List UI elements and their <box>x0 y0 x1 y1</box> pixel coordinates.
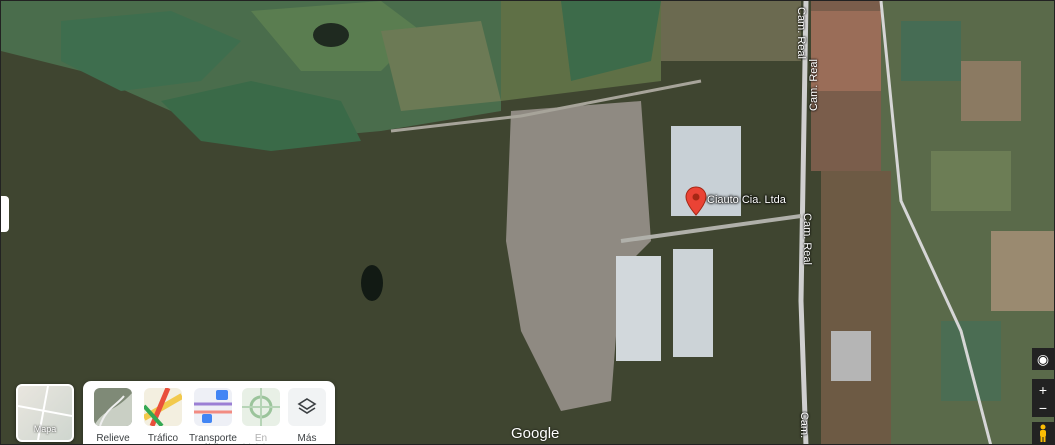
layer-option-label: Tráfico <box>147 433 179 444</box>
zoom-in-button[interactable]: + <box>1032 379 1054 399</box>
road-label: Cam. Real <box>795 7 807 59</box>
crosshair-icon: ◉ <box>1036 351 1050 367</box>
layer-option-more[interactable]: Más <box>283 388 331 444</box>
side-panel-handle[interactable] <box>1 196 9 232</box>
transit-icon <box>194 388 232 426</box>
my-location-button[interactable]: ◉ <box>1032 348 1054 370</box>
layers-panel: Relieve Tráfico Transporte público <box>83 381 335 445</box>
map-type-toggle[interactable]: Mapa <box>16 384 74 442</box>
road-label: Cam. Real <box>800 213 813 265</box>
road-label: Cam. Real <box>807 59 820 111</box>
map-thumbnail-icon <box>18 386 72 440</box>
map-type-label: Mapa <box>33 424 57 434</box>
location-pin-icon[interactable] <box>685 186 707 216</box>
traffic-icon <box>142 387 184 428</box>
place-label[interactable]: Ciauto Cia. Ltda <box>707 194 786 206</box>
google-logo: Google <box>511 425 560 442</box>
layer-option-bicycle: En bicicleta <box>237 388 285 445</box>
zoom-out-button[interactable]: − <box>1032 397 1054 417</box>
pegman-icon <box>1040 424 1046 442</box>
road-label: Cam. <box>798 411 811 439</box>
layer-option-label: Relieve <box>96 433 130 444</box>
terrain-icon <box>94 388 132 427</box>
layer-option-label: Transporte público <box>189 433 237 445</box>
layers-icon <box>288 388 326 426</box>
bicycle-icon <box>242 388 280 426</box>
layer-option-label: Más <box>297 433 317 444</box>
layer-option-transit[interactable]: Transporte público <box>189 388 237 445</box>
layer-option-terrain[interactable]: Relieve <box>89 388 137 444</box>
layer-option-label: En bicicleta <box>243 433 279 445</box>
street-view-pegman[interactable] <box>1032 422 1054 444</box>
layer-option-traffic[interactable]: Tráfico <box>139 387 187 444</box>
